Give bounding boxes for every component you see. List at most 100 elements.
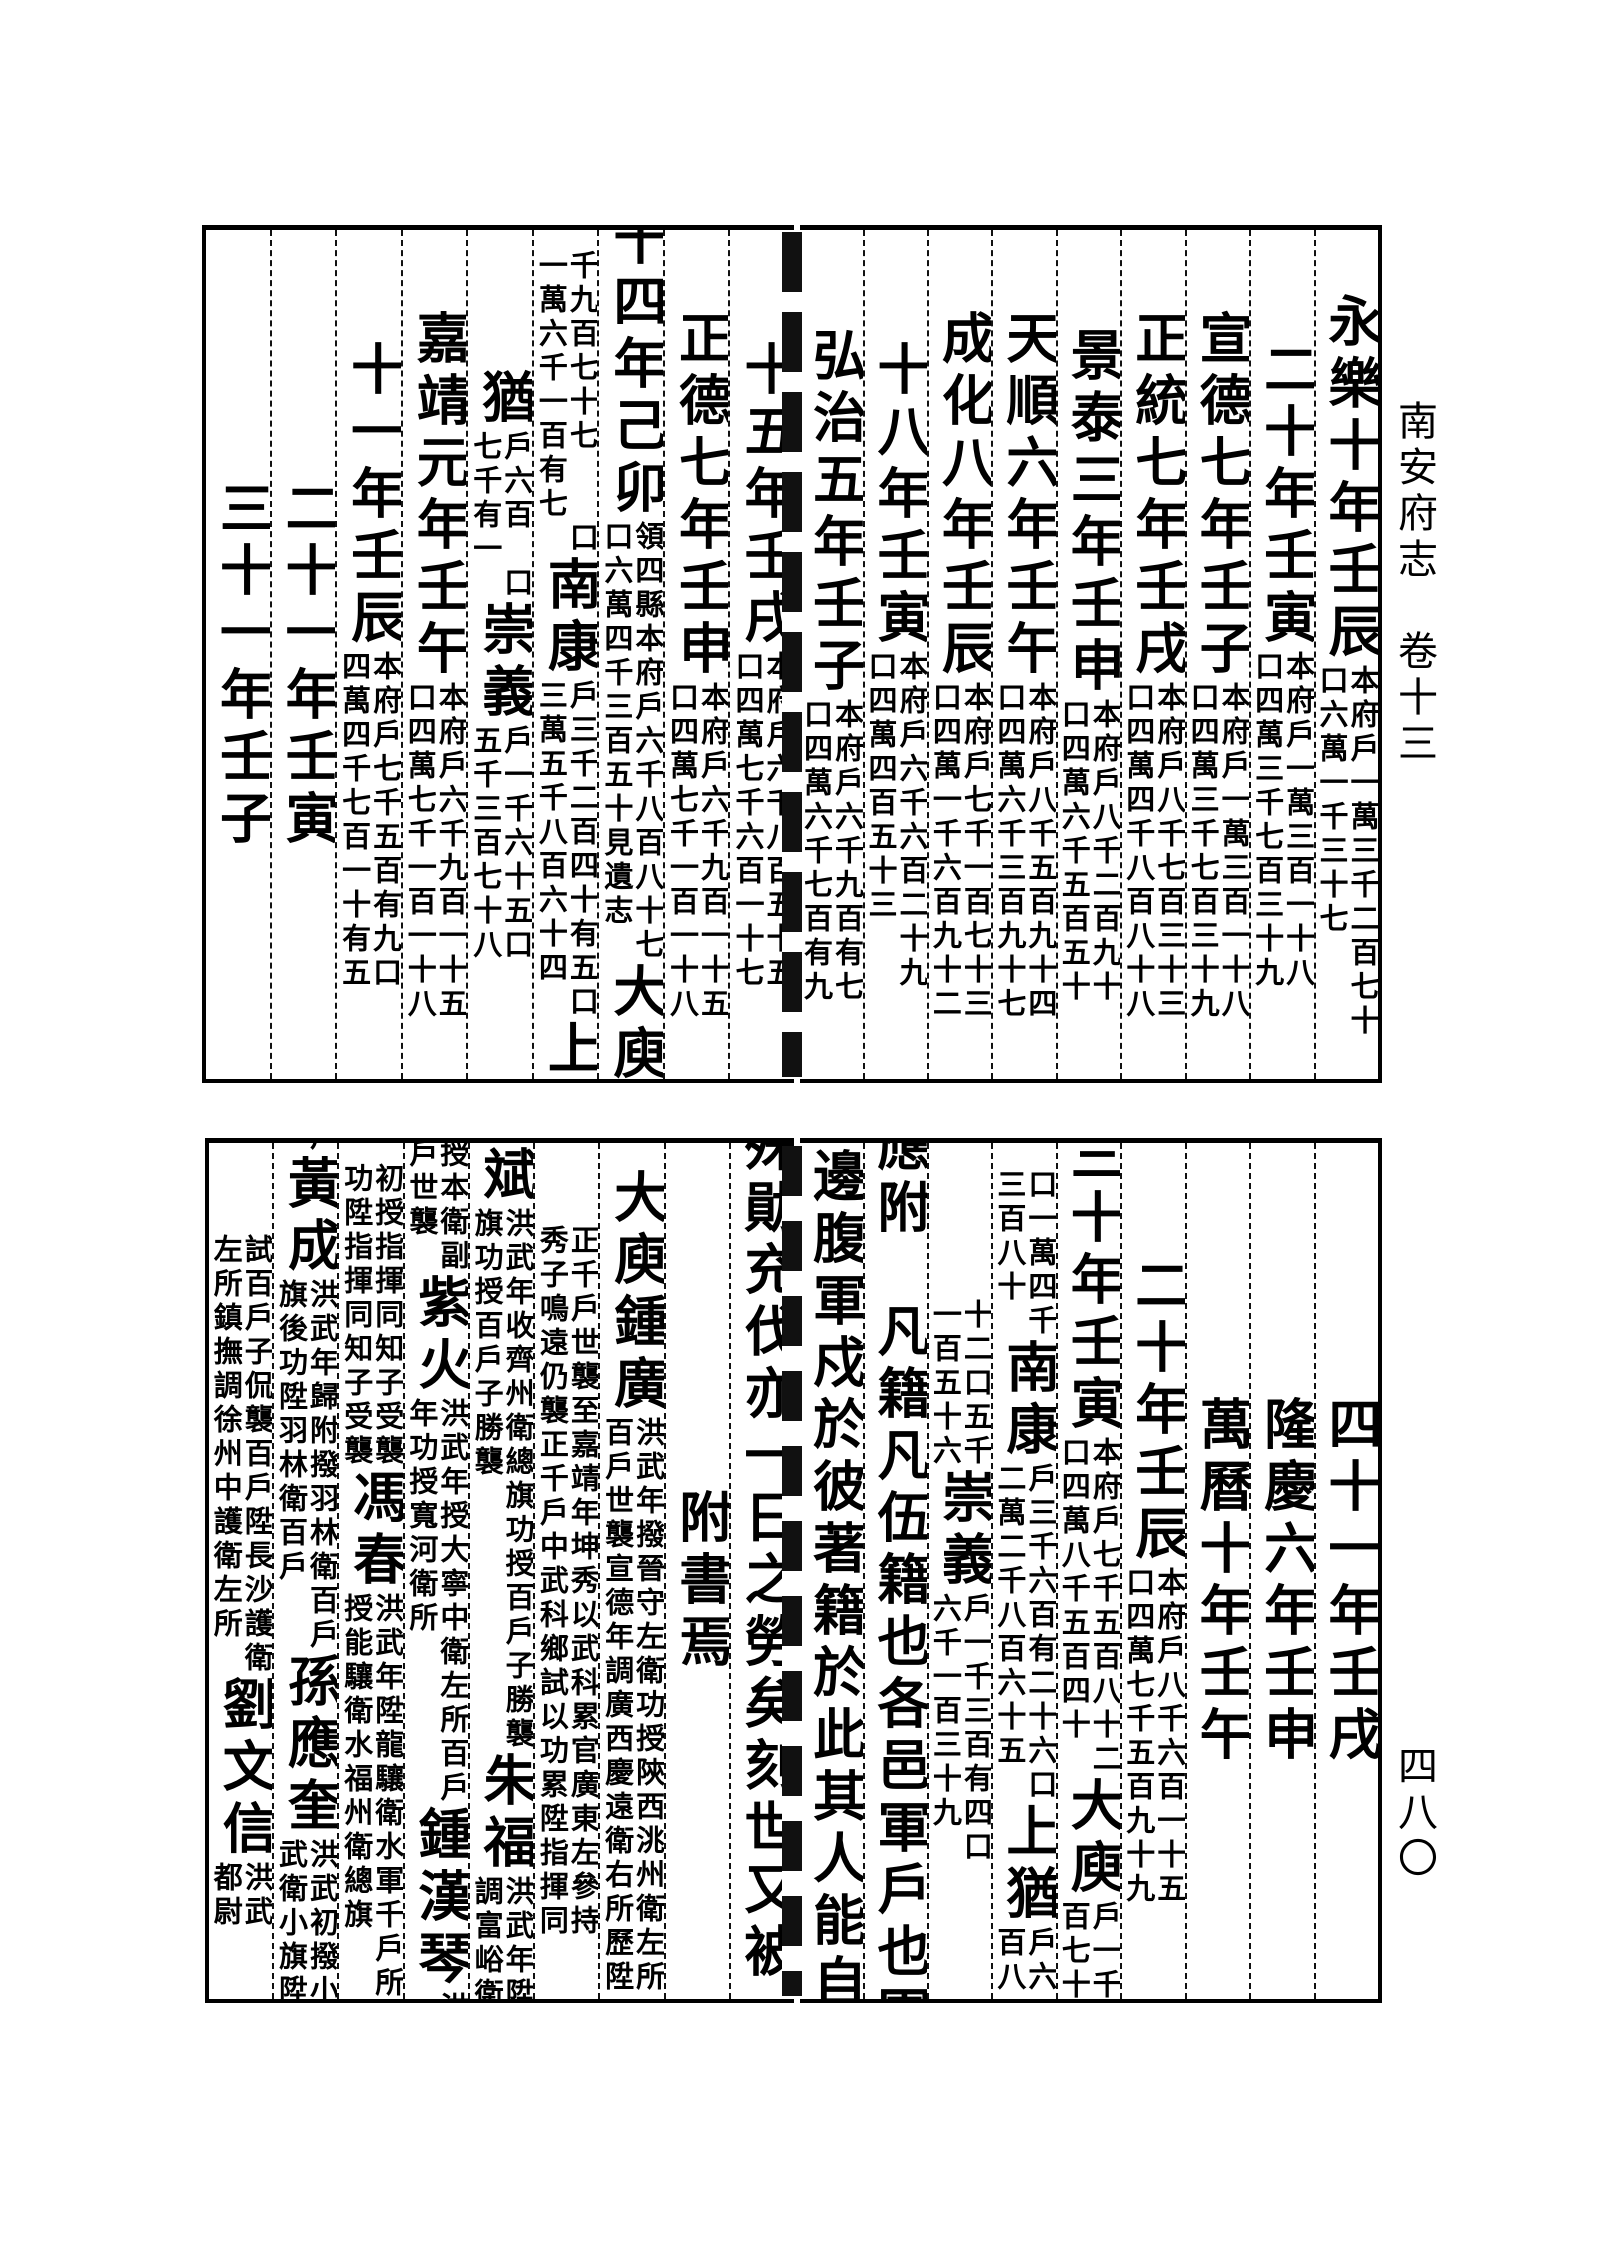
annotation-note: 試百戶子侃襲百戶陞長沙護衛左所鎮撫調徐州中護衛左所: [209, 1234, 272, 1676]
main-text: 萬曆十年壬午: [1190, 1396, 1250, 1768]
text-column: 萬曆十年壬午: [1184, 1143, 1250, 1999]
annotation-line: 口四萬七千六百一十七: [731, 650, 765, 991]
annotation-line: 洪武初撥小旗陞: [305, 1839, 338, 1999]
main-text: 附書焉: [669, 1489, 729, 1675]
annotation-line: 六千一百三十九: [928, 1593, 963, 1831]
main-text: 上猶: [996, 1803, 1056, 1927]
main-text: 宣德七年壬子: [1190, 309, 1250, 682]
annotation-line: 百戶: [305, 1143, 337, 1155]
binding-gutter-bottom: [782, 1146, 802, 1996]
main-text: 成化八年壬辰: [932, 309, 992, 682]
main-text: 衛或在邊腹軍戍於彼著籍於此其人能自効得授: [803, 1143, 863, 1999]
column-text: 二十年壬寅本府戶一萬三百一十八口四萬三千七百三十九: [1251, 341, 1313, 991]
annotation-note: 戶一千九百七十: [1058, 1901, 1120, 1999]
main-text: 崇義: [932, 1469, 992, 1593]
main-text: 景泰三年壬申: [1061, 326, 1121, 699]
column-text: 十一年壬辰本府戶七千五百有九口四萬四千七百一十有五: [337, 341, 401, 991]
text-column: 十八年壬寅本府戶六千六百二十九口四萬四百五十三: [862, 230, 927, 1079]
annotation-line: 本府戶八千五百九十四: [1023, 681, 1056, 1022]
annotation-line: 本府戶八千二百九十: [1088, 698, 1121, 1005]
annotation-note: 戶三千二百四十有五口三萬五千八百六十四: [534, 680, 597, 1020]
half-page-top-left: 十五年壬戌本府戶六千八百五十五口四萬七千六百一十七正德七年壬申本府戶六千九百一十…: [202, 225, 794, 1083]
annotation-line: 戶一千六十五口: [499, 724, 532, 963]
column-text: 三十一年壬子: [206, 480, 270, 852]
annotation-line: 千戶世襲: [404, 1143, 439, 1240]
annotation-line: 口四萬六千五百五十: [1057, 698, 1092, 1005]
annotation-note: 洪武年陞大寧衛調富峪衛後正德間: [470, 1876, 533, 1999]
text-column: 初授指揮同知子受襲功陞指揮同知子受襲馮春洪武年陞龍驤衛水軍千戶所授能驤衛水福州衛…: [337, 1143, 403, 1999]
annotation-line: 本府戶六千九百一十五: [434, 681, 467, 1022]
annotation-line: 口四萬三千七百三十九: [1250, 650, 1285, 991]
column-text: 百戶戶黃成洪武年歸附撥羽林衛百戶旗後功陞羽林衛百戶孫應奎洪武初撥小旗陞武衛小旗陞: [274, 1143, 337, 1999]
text-column: 二十年壬辰本府戶八千六百一十五口四萬七千五百九十九: [1120, 1143, 1185, 1999]
annotation-line: 戶一千三百有四口: [959, 1593, 992, 1865]
annotation-line: 口: [565, 521, 598, 556]
main-text: 孫應奎: [278, 1653, 338, 1839]
annotation-line: 口一萬四千: [1023, 1169, 1056, 1339]
column-text: 二十一年壬寅: [272, 480, 335, 852]
page-header-title: 南安府志 卷十三: [1385, 400, 1443, 768]
column-text: 三十年壬寅本府戶七千五百八十二口四萬八千五百四十大庾戶一千九百七十: [1058, 1143, 1120, 1999]
annotation-line: 本府戶一萬三百一十八: [1281, 650, 1314, 991]
annotation-line: 十二口五千: [959, 1299, 992, 1469]
main-text: 馮斌: [474, 1143, 534, 1208]
column-text: 試百戶子侃襲百戶陞長沙護衛左所鎮撫調徐州中護衛左所劉文信洪武都尉: [209, 1234, 272, 1930]
text-column: 口一萬四千三百八十南康戶三千六百有二十六二萬二千八百六十五口上猶戶六百八: [991, 1143, 1056, 1999]
main-text: 南康: [538, 555, 598, 680]
annotation-line: 口四萬六千三百九十七: [992, 681, 1027, 1022]
annotation-note: 洪武年撥晉守左衛功授陝西洮州衛左所百戶世襲宣德年調廣西慶遠衛右所歷陞: [601, 1417, 664, 1995]
annotation-note: 戶六百八: [993, 1927, 1055, 1995]
text-column: 凡籍世應附 凡籍凡伍籍也各邑軍戶也軍或在京: [862, 1143, 927, 1999]
text-column: 正統七年壬戌本府戶八千七百三十三口四萬四千八百八十八: [1120, 230, 1185, 1079]
annotation-line: 秀子鳴遠仍襲正千戶中武科鄉試以功累陞指揮同: [535, 1225, 570, 1939]
annotation-note: 洪武年歸附撥羽林衛百戶旗後功陞羽林衛百戶: [274, 1279, 337, 1653]
column-text: 猶戶六百七千有一口崇義戶一千六十五口五千三百七十八: [468, 369, 532, 963]
annotation-line: 都尉: [209, 1862, 244, 1930]
text-column: 宣德七年壬子本府戶一萬三百一十八口四萬三千七百三十九: [1184, 230, 1249, 1079]
annotation-note: 洪武年收齊州衛總旗功授百戶子勝襲旗功授百戶子勝襲: [470, 1208, 533, 1752]
column-text: 知世襲馮斌洪武年收齊州衛總旗功授百戶子勝襲旗功授百戶子勝襲朱福洪武年陞大寧衛調富…: [470, 1143, 533, 1999]
annotation-line: 戶三千六百有二十六: [1023, 1463, 1056, 1769]
text-column: 猶戶六百七千有一口崇義戶一千六十五口五千三百七十八: [466, 230, 532, 1079]
column-text: 宣德七年壬子本府戶一萬三百一十八口四萬三千七百三十九: [1187, 310, 1249, 1022]
annotation-line: 口四萬四百五十三: [863, 650, 898, 923]
annotation-note: 本府戶七千一百七十三口四萬一千六百九十二: [929, 682, 991, 1022]
annotation-line: 口四萬七千一百一十八: [665, 681, 700, 1022]
annotation-line: 千九百七十七: [565, 249, 598, 454]
annotation-line: 三百八十: [992, 1169, 1027, 1305]
annotation-line: 本府戶七千五百有九口: [368, 650, 401, 991]
annotation-note: 洪武年陞龍驤衛水軍千戶所授能驤衛水福州衛總旗: [340, 1593, 403, 1999]
annotation-note: 洪武: [436, 1992, 468, 1999]
text-column: 永樂十年壬辰本府戶一萬三千二百七十口六萬一千三十七: [1313, 230, 1378, 1079]
annotation-note: 戶一千三百有四口六千一百三十九: [929, 1593, 991, 1865]
annotation-line: 口: [1023, 1769, 1056, 1803]
annotation-note: 本府戶八千六百一十五口四萬七千五百九十九: [1122, 1567, 1184, 1907]
annotation-line: 口四萬八千五百四十: [1057, 1437, 1092, 1743]
text-column: 四十一年壬戌: [1313, 1143, 1378, 1999]
text-column: 附書焉: [663, 1143, 729, 1999]
annotation-note: 功授本衛副千戶世襲: [404, 1143, 468, 1274]
annotation-note: 本府戶六千六百二十九口四萬四百五十三: [865, 651, 927, 991]
annotation-line: 口六萬一千三十七: [1315, 664, 1349, 937]
annotation-note: 口一萬四千三百八十: [992, 1169, 1056, 1339]
text-column: 三十一年壬子: [206, 230, 270, 1079]
annotation-note: 初授指揮同知子受襲功陞指揮同知子受襲: [340, 1163, 403, 1469]
text-column: 隆慶六年壬申: [1249, 1143, 1314, 1999]
main-text: 鍾漢琴: [408, 1806, 468, 1992]
annotation-note: 戶三千六百有二十六二萬二千八百六十五: [993, 1463, 1056, 1769]
annotation-line: 正千戶世襲至嘉靖年坤秀以武科累官廣東左參持: [566, 1225, 599, 1939]
annotation-line: 七千有一: [468, 430, 503, 567]
main-text: 三十一年壬子: [210, 479, 270, 852]
annotation-line: 旗後功陞羽林衛百戶: [274, 1279, 309, 1585]
annotation-line: 本府戶一萬三百一十八: [1217, 681, 1250, 1022]
main-text: 天順六年壬午: [996, 309, 1056, 682]
text-column: 十四年己卯領四縣本府戶六千八百八十七口六萬四千三百五十見遺志大庾一口: [597, 230, 663, 1079]
annotation-line: 左所鎮撫調徐州中護衛左所: [209, 1234, 244, 1642]
text-column: 十一年壬辰本府戶七千五百有九口四萬四千七百一十有五: [335, 230, 401, 1079]
text-column: 正千戶世襲至嘉靖年坤秀以武科累官廣東左參持秀子鳴遠仍襲正千戶中武科鄉試以功累陞指…: [533, 1143, 598, 1999]
text-column: 天順六年壬午本府戶八千五百九十四口四萬六千三百九十七: [991, 230, 1056, 1079]
annotation-line: 調富峪衛後正德間: [470, 1876, 504, 1999]
column-text: 初授指揮同知子受襲功陞指揮同知子受襲馮春洪武年陞龍驤衛水軍千戶所授能驤衛水福州衛…: [339, 1163, 403, 1999]
column-text: 十四年己卯領四縣本府戶六千八百八十七口六萬四千三百五十見遺志大庾一口: [599, 230, 663, 1079]
annotation-line: 本府戶七千五百八十二: [1088, 1437, 1121, 1777]
